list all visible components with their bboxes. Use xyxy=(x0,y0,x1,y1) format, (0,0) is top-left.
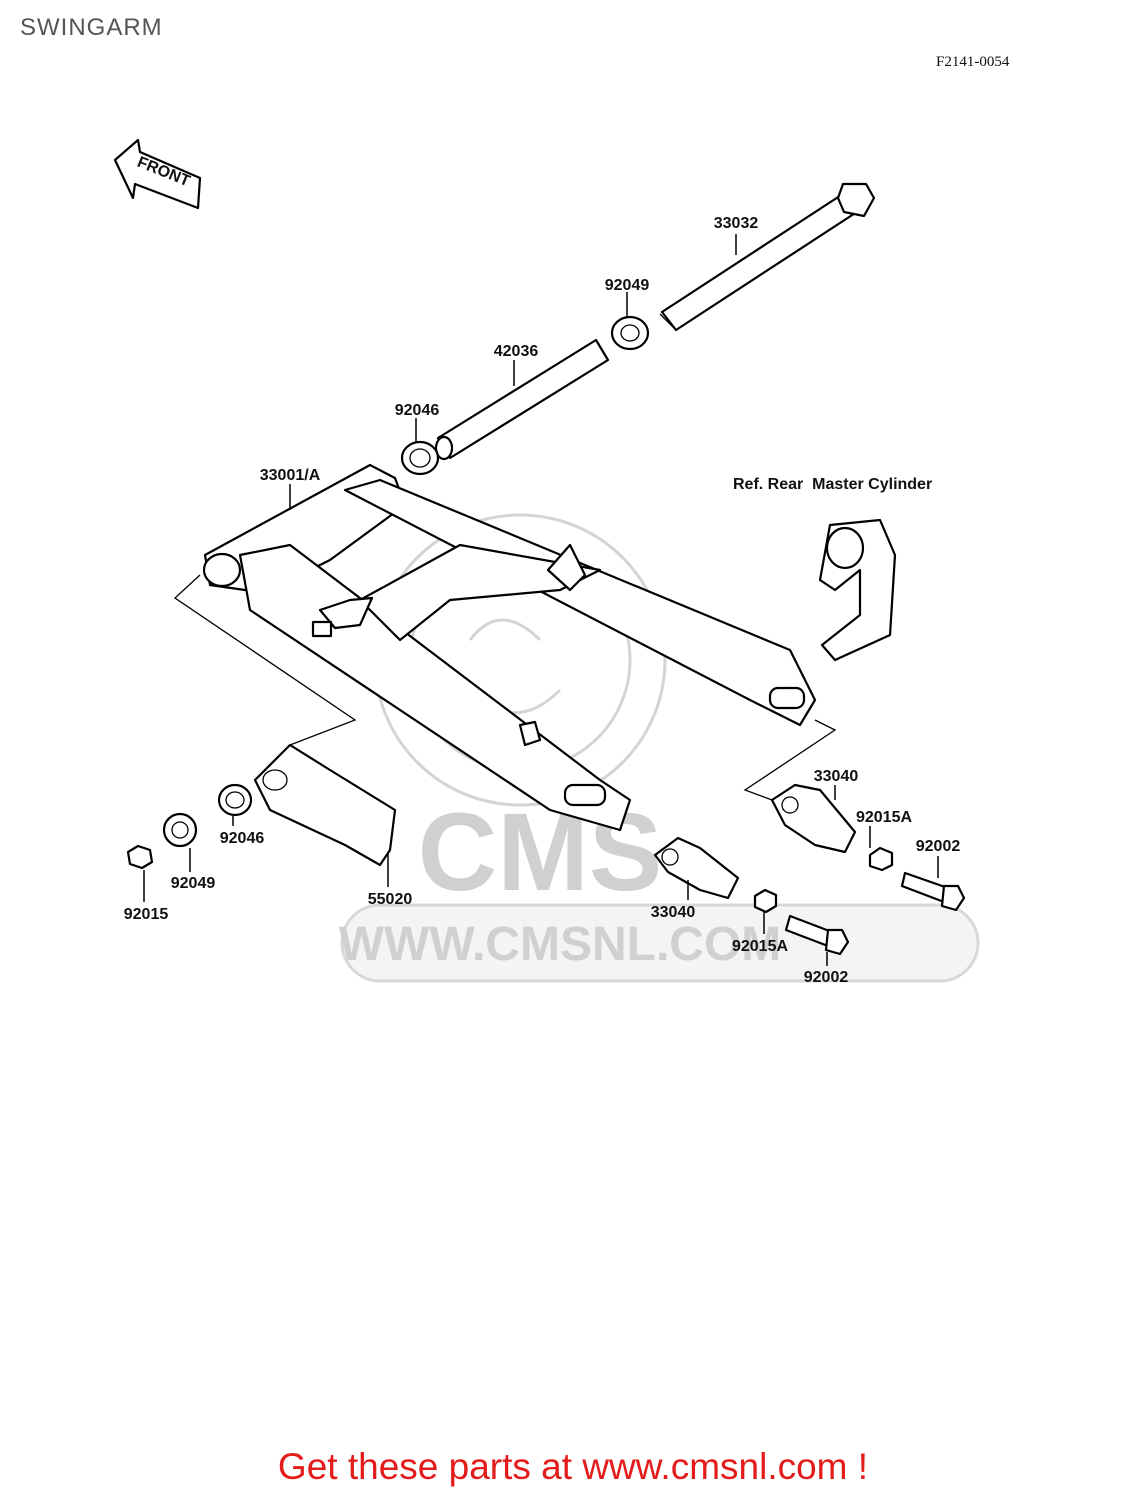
bearing-92046-top xyxy=(400,440,440,476)
pivot-shaft-33032 xyxy=(659,182,876,332)
callout-33001A: 33001/A xyxy=(260,467,321,484)
bolt-92002-bottom xyxy=(784,914,850,956)
master-cylinder-bracket xyxy=(818,518,897,662)
reference-note: Ref. Rear Master Cylinder xyxy=(733,476,932,493)
chain-guard-55020 xyxy=(253,743,397,867)
diagram-code: F2141-0054 xyxy=(936,54,1010,70)
callout-33040-bottom: 33040 xyxy=(651,904,696,921)
callout-33032: 33032 xyxy=(714,215,759,232)
callout-92015-left: 92015 xyxy=(124,906,169,923)
bolt-92002-right xyxy=(900,871,966,912)
callout-92046-left: 92046 xyxy=(220,830,265,847)
watermark-url: WWW.CMSNL.COM xyxy=(339,918,782,971)
callout-92046-top: 92046 xyxy=(395,402,440,419)
chain-adjuster-33040-right xyxy=(770,783,857,854)
nut-92015A-right xyxy=(868,846,894,872)
callout-92015A-right: 92015A xyxy=(856,809,912,826)
nut-92015-left xyxy=(126,844,154,870)
cmsnl-watermark: CMS WWW.CMSNL.COM xyxy=(339,513,980,983)
swingarm-33001A xyxy=(202,463,817,832)
callout-92002-right: 92002 xyxy=(916,838,961,855)
callout-92049-left: 92049 xyxy=(171,875,216,892)
callout-33040-right: 33040 xyxy=(814,768,859,785)
sleeve-42036 xyxy=(434,338,610,461)
callout-42036: 42036 xyxy=(494,343,539,360)
callout-55020: 55020 xyxy=(368,891,413,908)
buy-parts-banner[interactable]: Get these parts at www.cmsnl.com ! xyxy=(277,1446,869,1487)
front-arrow-icon: FRONT xyxy=(113,138,202,210)
chain-adjuster-33040-bottom xyxy=(653,836,740,900)
assembly-lines xyxy=(173,574,837,801)
nut-92015A-bottom xyxy=(753,888,778,914)
leader-lines xyxy=(143,234,939,966)
callout-92015A-bottom: 92015A xyxy=(732,938,788,955)
callout-92002-bottom: 92002 xyxy=(804,969,849,986)
callout-92049-top: 92049 xyxy=(605,277,650,294)
page-title: SWINGARM xyxy=(20,14,163,41)
collar-92049-top xyxy=(610,315,650,351)
bearing-92046-left xyxy=(217,783,253,817)
collar-92049-left xyxy=(162,812,198,848)
